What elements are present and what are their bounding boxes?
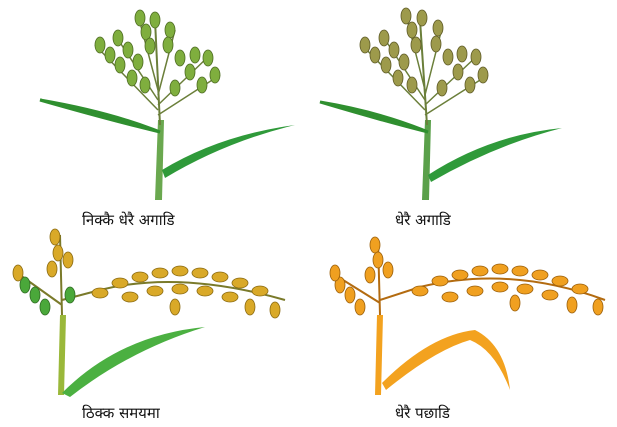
stage-panel-right-time: ठिक्क समयमा — [0, 215, 300, 420]
stage-panel-early: धेरै अगाडि — [300, 0, 600, 205]
stage-panel-too-late: धेरै पछाडि — [310, 215, 610, 420]
stage-panel-very-early: निक्कै धेरै अगाडि — [20, 0, 320, 205]
rice-plant-right-time-illustration — [0, 215, 300, 405]
stage-label-right-time: ठिक्क समयमा — [82, 403, 160, 423]
rice-plant-early-illustration — [300, 0, 600, 205]
rice-plant-very-early-illustration — [20, 0, 320, 205]
stage-label-too-late: धेरै पछाडि — [395, 403, 450, 423]
rice-plant-too-late-illustration — [310, 215, 610, 405]
